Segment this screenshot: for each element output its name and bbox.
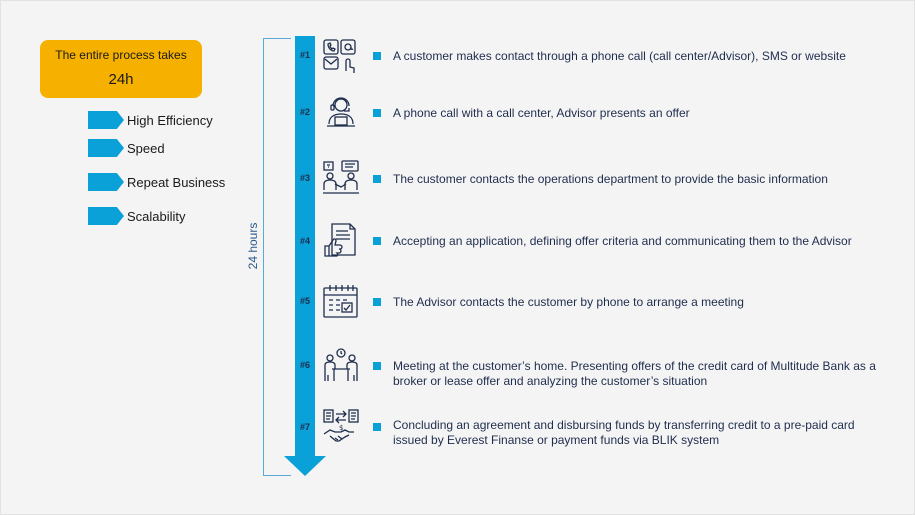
chevron-right-icon: [88, 207, 124, 225]
call-center-agent-icon: [327, 97, 355, 127]
step-bullet: [373, 175, 381, 183]
step-description: Accepting an application, defining offer…: [393, 234, 852, 248]
step-description: Meeting at the customer’s home. Presenti…: [393, 359, 876, 388]
step-bullet: [373, 362, 381, 370]
process-duration-badge: The entire process takes 24h: [40, 40, 202, 98]
calendar-check-icon: [323, 285, 358, 318]
two-people-conversation-icon: [323, 160, 359, 194]
step-description: The Advisor contacts the customer by pho…: [393, 295, 744, 309]
step-bullet: [373, 52, 381, 60]
step-number: #2: [299, 107, 310, 117]
step-number: #6: [299, 360, 310, 370]
chevron-right-icon: [88, 139, 124, 157]
chevron-right-icon: [88, 111, 124, 129]
step-description: The customer contacts the operations dep…: [393, 172, 828, 186]
benefit-label: Scalability: [127, 208, 186, 224]
step-description: Concluding an agreement and disbursing f…: [393, 418, 855, 447]
benefit-label: Speed: [127, 140, 165, 156]
timeline-duration-label: 24 hours: [246, 222, 260, 270]
step-bullet: [373, 109, 381, 117]
document-thumbs-up-icon: [324, 223, 356, 257]
step-bullet: [373, 237, 381, 245]
timeline-bracket: [263, 38, 291, 476]
step-number: #1: [299, 50, 310, 60]
phone-email-touch-icon: [323, 39, 356, 73]
benefit-label: High Efficiency: [127, 112, 213, 128]
benefit-high-efficiency: High Efficiency: [88, 111, 213, 129]
timeline-arrow-shaft: [295, 36, 315, 458]
step-description: A phone call with a call center, Advisor…: [393, 106, 690, 120]
step-number: #4: [299, 236, 310, 246]
badge-value: 24h: [108, 71, 134, 88]
benefit-speed: Speed: [88, 139, 165, 157]
step-number: #3: [299, 173, 310, 183]
badge-caption: The entire process takes: [55, 48, 187, 62]
step-bullet: [373, 423, 381, 431]
benefit-repeat-business: Repeat Business: [88, 173, 225, 191]
step-number: #7: [299, 422, 310, 432]
step-bullet: [373, 298, 381, 306]
step-number: #5: [299, 296, 310, 306]
handshake-money-icon: $: [323, 409, 359, 442]
chevron-right-icon: [88, 173, 124, 191]
benefit-scalability: Scalability: [88, 207, 186, 225]
svg-text:$: $: [339, 424, 343, 432]
benefit-label: Repeat Business: [127, 174, 226, 190]
step-description: A customer makes contact through a phone…: [393, 49, 846, 63]
meeting-table-icon: [324, 348, 358, 381]
timeline-arrow-head: [284, 456, 326, 476]
